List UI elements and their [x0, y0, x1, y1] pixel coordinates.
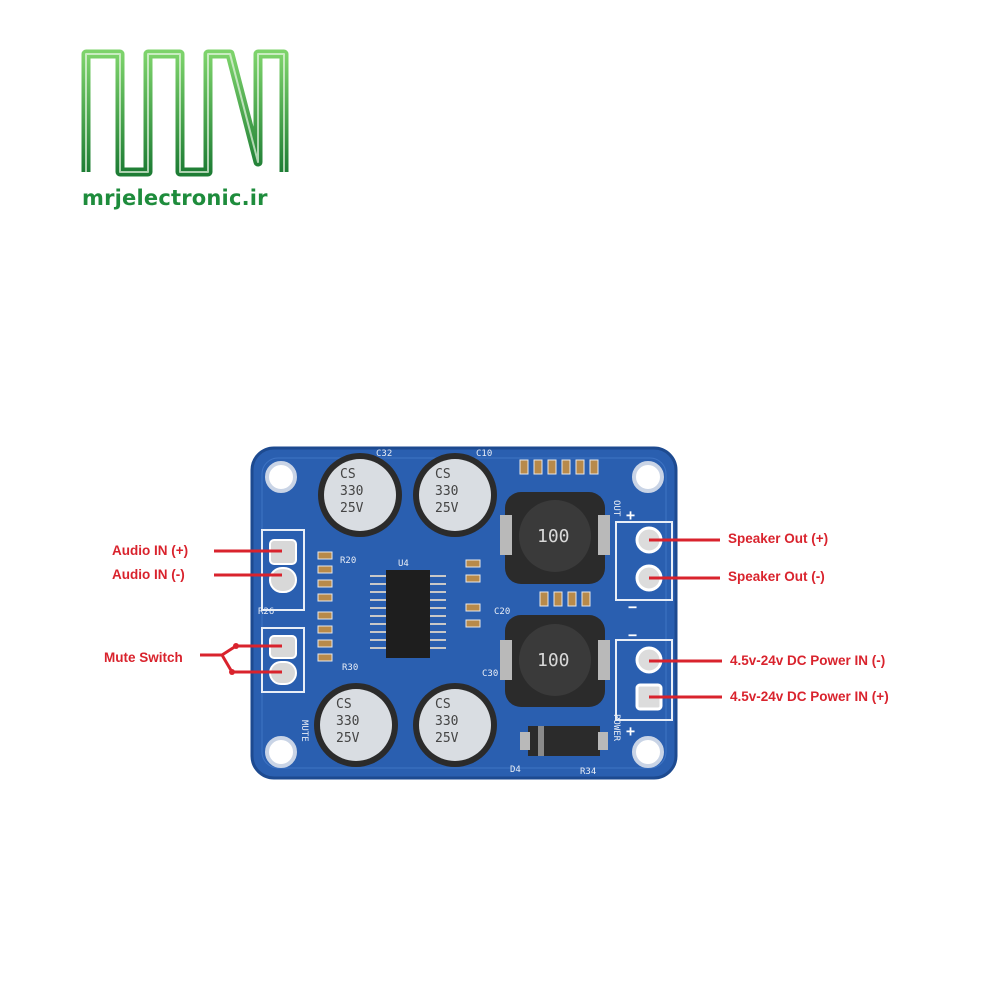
- silk-label: C20: [494, 607, 510, 617]
- svg-text:330: 330: [340, 484, 363, 499]
- svg-text:CS: CS: [435, 467, 451, 482]
- callout-line-mute: [200, 643, 282, 675]
- polarity-mark: −: [628, 626, 637, 644]
- mute-switch-label: Mute Switch: [104, 650, 183, 665]
- svg-text:25V: 25V: [435, 731, 459, 746]
- silk-label: R34: [580, 767, 596, 777]
- cap-mark: CS: [340, 467, 356, 482]
- audio-in-plus-label: Audio IN (+): [112, 543, 189, 558]
- electrolytic-capacitor: CS 330 25V: [318, 453, 402, 537]
- svg-text:CS: CS: [336, 697, 352, 712]
- inductor: 100: [500, 615, 610, 707]
- silk-label: U4: [398, 559, 409, 569]
- speaker-out-plus-label: Speaker Out (+): [728, 531, 829, 546]
- electrolytic-capacitor: CS 330 25V: [413, 683, 497, 767]
- power-in-plus-label: 4.5v-24v DC Power IN (+): [730, 689, 889, 704]
- polarity-mark: −: [628, 598, 637, 616]
- svg-text:25V: 25V: [340, 501, 364, 516]
- polarity-mark: +: [626, 722, 635, 740]
- logo: [80, 44, 290, 183]
- mrj-logo-icon: [81, 49, 289, 177]
- amplifier-ic: [370, 570, 446, 658]
- electrolytic-capacitor: CS 330 25V: [413, 453, 497, 537]
- silk-label: R30: [342, 663, 358, 673]
- silk-label: OUT: [611, 500, 621, 517]
- silk-label: MUTE: [299, 720, 309, 742]
- svg-text:100: 100: [537, 650, 570, 671]
- mounting-holes: [265, 461, 664, 768]
- silk-label: D4: [510, 765, 521, 775]
- silk-label: C32: [376, 449, 392, 459]
- svg-text:CS: CS: [435, 697, 451, 712]
- diode: [520, 726, 608, 756]
- electrolytic-capacitor: CS 330 25V: [314, 683, 398, 767]
- site-url: mrjelectronic.ir: [82, 186, 268, 210]
- svg-text:100: 100: [537, 526, 570, 547]
- svg-text:330: 330: [435, 484, 458, 499]
- speaker-out-minus-label: Speaker Out (-): [728, 569, 825, 584]
- silk-label: R26: [258, 607, 274, 617]
- svg-text:25V: 25V: [336, 731, 360, 746]
- smd-components: [317, 459, 599, 662]
- mute-header: [261, 627, 305, 693]
- svg-text:25V: 25V: [435, 501, 459, 516]
- polarity-mark: +: [626, 506, 635, 524]
- silk-label: C30: [482, 669, 498, 679]
- svg-text:330: 330: [336, 714, 359, 729]
- silk-label: POWER: [611, 714, 621, 742]
- power-in-minus-label: 4.5v-24v DC Power IN (-): [730, 653, 886, 668]
- silk-label: R20: [340, 556, 356, 566]
- svg-text:330: 330: [435, 714, 458, 729]
- silk-label: C10: [476, 449, 492, 459]
- audio-in-minus-label: Audio IN (-): [112, 567, 185, 582]
- inductor: 100: [500, 492, 610, 584]
